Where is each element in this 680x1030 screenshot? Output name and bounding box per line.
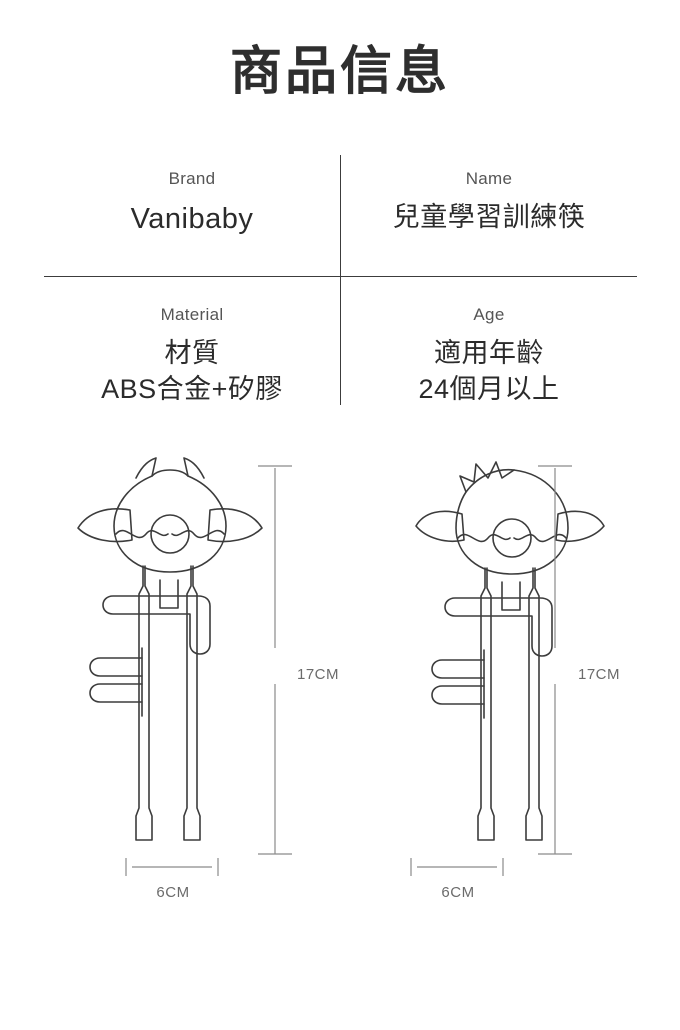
head-outline-icon <box>455 468 569 575</box>
head-outline-icon <box>113 469 227 573</box>
wave-left-icon <box>115 529 169 539</box>
finger-loop-1-icon <box>89 657 143 677</box>
name-value: 兒童學習訓練筷 <box>392 202 586 233</box>
width-dimension-right <box>410 858 504 876</box>
center-circle-icon <box>492 518 532 558</box>
height-dimension-left <box>258 465 292 855</box>
height-dimension-right <box>538 465 572 855</box>
product-info-grid: Brand Vanibaby Name 兒童學習訓練筷 Material 材質 … <box>44 155 637 405</box>
wing-right-icon <box>555 510 605 542</box>
wing-left-icon <box>415 510 465 542</box>
age-value-line2: 24個月以上 <box>418 374 560 405</box>
info-cell-material: Material 材質 ABS合金+矽膠 <box>44 305 340 408</box>
material-value-line2: ABS合金+矽膠 <box>101 374 283 405</box>
info-cell-brand: Brand Vanibaby <box>44 169 340 239</box>
brand-value: Vanibaby <box>130 203 254 236</box>
wing-right-icon <box>207 508 263 543</box>
finger-loop-2-icon <box>431 685 485 705</box>
product-left-width-label: 6CM <box>156 884 190 901</box>
material-value-line1: 材質 <box>164 338 220 369</box>
product-right: 17CM 6CM <box>340 448 680 918</box>
crest-spikes-icon <box>459 461 515 493</box>
width-dimension-left <box>125 858 219 876</box>
name-label: Name <box>465 169 513 188</box>
ear-left-icon <box>135 457 157 479</box>
info-cell-age: Age 適用年齡 24個月以上 <box>341 305 637 408</box>
product-left-height-label: 17CM <box>297 666 340 683</box>
center-circle-icon <box>150 514 190 554</box>
wing-left-icon <box>77 508 133 543</box>
brand-label: Brand <box>168 169 216 188</box>
product-left-drawing <box>77 457 292 876</box>
wave-right-icon <box>513 533 567 543</box>
thumb-ring-icon <box>444 597 553 657</box>
chopstick-shaft-left <box>477 567 495 841</box>
age-value-line1: 適用年齡 <box>434 338 544 369</box>
finger-loop-2-icon <box>89 683 143 703</box>
material-label: Material <box>160 305 224 324</box>
product-left: 17CM 6CM <box>0 448 340 918</box>
thumb-ring-icon <box>102 595 211 655</box>
page-title: 商品信息 <box>229 43 450 101</box>
product-right-drawing <box>410 461 605 876</box>
chopstick-shaft-right <box>183 565 201 841</box>
info-cell-name: Name 兒童學習訓練筷 <box>341 169 637 236</box>
separator-tab <box>501 581 521 611</box>
wave-left-icon <box>457 533 511 543</box>
chopstick-shaft-left <box>135 565 153 841</box>
product-right-width-label: 6CM <box>441 884 475 901</box>
wave-right-icon <box>171 529 225 539</box>
chopstick-shaft-right <box>525 567 543 841</box>
product-illustrations: 17CM 6CM <box>0 448 680 918</box>
ear-right-icon <box>183 457 205 479</box>
product-right-height-label: 17CM <box>578 666 621 683</box>
separator-tab <box>159 579 179 609</box>
age-label: Age <box>473 305 505 324</box>
grid-divider-vertical <box>340 155 341 405</box>
finger-loop-1-icon <box>431 659 485 679</box>
